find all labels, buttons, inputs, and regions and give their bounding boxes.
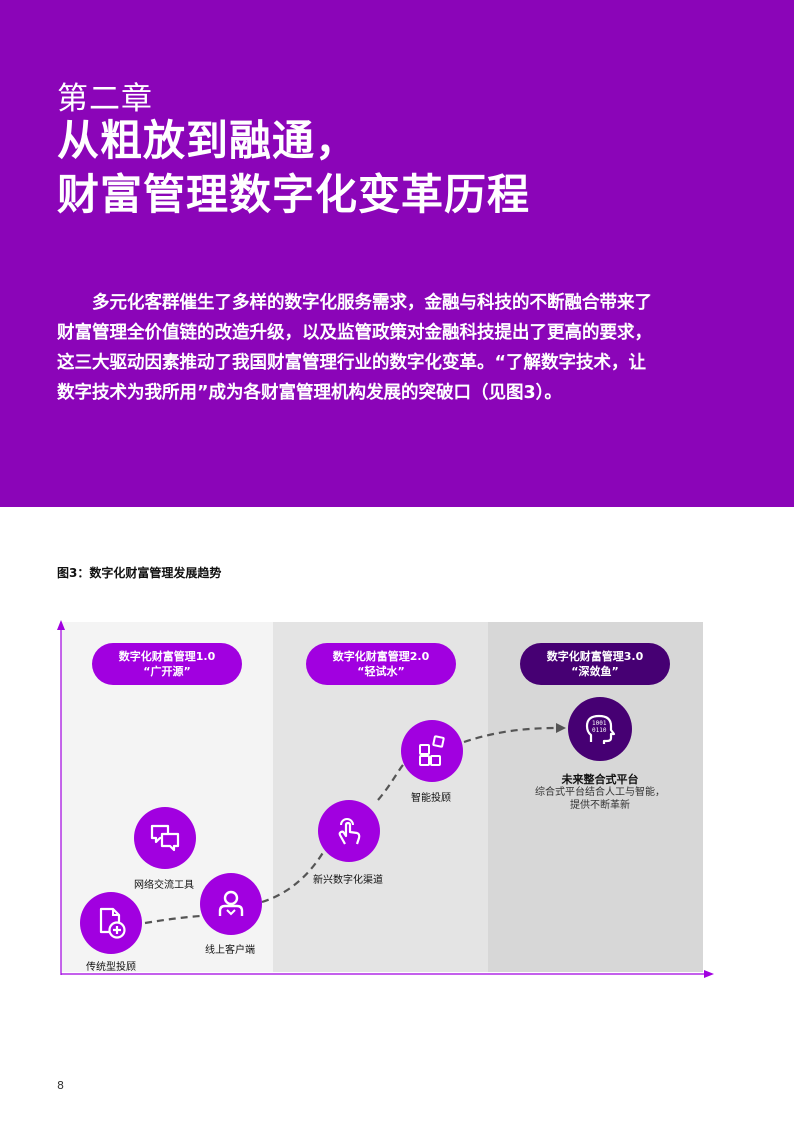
figure-caption: 图3：数字化财富管理发展趋势 xyxy=(57,566,222,580)
app-grid-icon xyxy=(419,735,445,766)
milestone-robo-advisor-label: 智能投顾 xyxy=(411,793,451,804)
document-plus-icon xyxy=(99,907,126,939)
future-platform-description: 综合式平台结合人工与智能， 提供不断革新 xyxy=(500,786,700,812)
phase-2-name: 数字化财富管理2.0 xyxy=(332,650,430,663)
growth-path-arrow xyxy=(556,723,566,733)
milestone-traditional-advisor xyxy=(80,892,142,954)
phase-1-name: 数字化财富管理1.0 xyxy=(118,650,216,663)
phase-2-pill: 数字化财富管理2.0 “轻试水” xyxy=(306,643,456,685)
milestone-network-tools xyxy=(134,807,196,869)
touch-hand-icon xyxy=(338,818,361,845)
phase-1-pill: 数字化财富管理1.0 “广开源” xyxy=(92,643,242,685)
intro-paragraph: 多元化客群催生了多样的数字化服务需求，金融与科技的不断融合带来了 财富管理全价值… xyxy=(57,288,737,408)
phase-2-nickname: “轻试水” xyxy=(357,665,405,678)
phase-3-nickname: “深敛鱼” xyxy=(571,665,619,678)
intro-line-3: 这三大驱动因素推动了我国财富管理行业的数字化变革。“了解数字技术，让 xyxy=(57,353,646,373)
future-desc-line-2: 提供不断革新 xyxy=(570,800,630,811)
ai-head-icon: 1001 0110 xyxy=(585,714,616,744)
chapter-title-line-2: 财富管理数字化变革历程 xyxy=(57,170,531,219)
y-axis-arrow xyxy=(57,620,65,630)
milestone-network-tools-label: 网络交流工具 xyxy=(134,880,194,891)
milestone-robo-advisor xyxy=(401,720,463,782)
chapter-title: 从粗放到融通， 财富管理数字化变革历程 xyxy=(57,114,530,222)
phase-3-name: 数字化财富管理3.0 xyxy=(546,650,644,663)
x-axis-arrow xyxy=(704,970,714,978)
future-desc-line-1: 综合式平台结合人工与智能， xyxy=(535,787,665,798)
svg-text:0110: 0110 xyxy=(592,727,607,734)
milestone-digital-channels-label: 新兴数字化渠道 xyxy=(313,875,383,886)
milestone-digital-channels xyxy=(318,800,380,862)
chapter-title-line-1: 从粗放到融通， xyxy=(57,116,359,165)
intro-line-1: 多元化客群催生了多样的数字化服务需求，金融与科技的不断融合带来了 xyxy=(57,293,652,313)
user-icon xyxy=(218,890,244,916)
milestone-online-client xyxy=(200,873,262,935)
intro-line-4: 数字技术为我所用”成为各财富管理机构发展的突破口（见图3）。 xyxy=(57,383,562,403)
milestone-future-platform-label: 未来整合式平台 xyxy=(561,773,639,786)
milestone-traditional-advisor-label: 传统型投顾 xyxy=(86,962,136,973)
milestone-online-client-label: 线上客户端 xyxy=(205,945,255,956)
phase-1-nickname: “广开源” xyxy=(143,665,191,678)
phase-3-pill: 数字化财富管理3.0 “深敛鱼” xyxy=(520,643,670,685)
page-number: 8 xyxy=(57,1079,64,1092)
chapter-label: 第二章 xyxy=(57,81,153,117)
milestone-future-platform: 1001 0110 xyxy=(568,697,632,761)
growth-path-dashed xyxy=(144,726,561,925)
chapter-hero: 第二章 从粗放到融通， 财富管理数字化变革历程 多元化客群催生了多样的数字化服务… xyxy=(0,0,794,507)
intro-line-2: 财富管理全价值链的改造升级，以及监管政策对金融科技提出了更高的要求， xyxy=(57,323,652,343)
svg-text:1001: 1001 xyxy=(592,720,607,727)
chat-bubbles-icon xyxy=(150,824,180,852)
